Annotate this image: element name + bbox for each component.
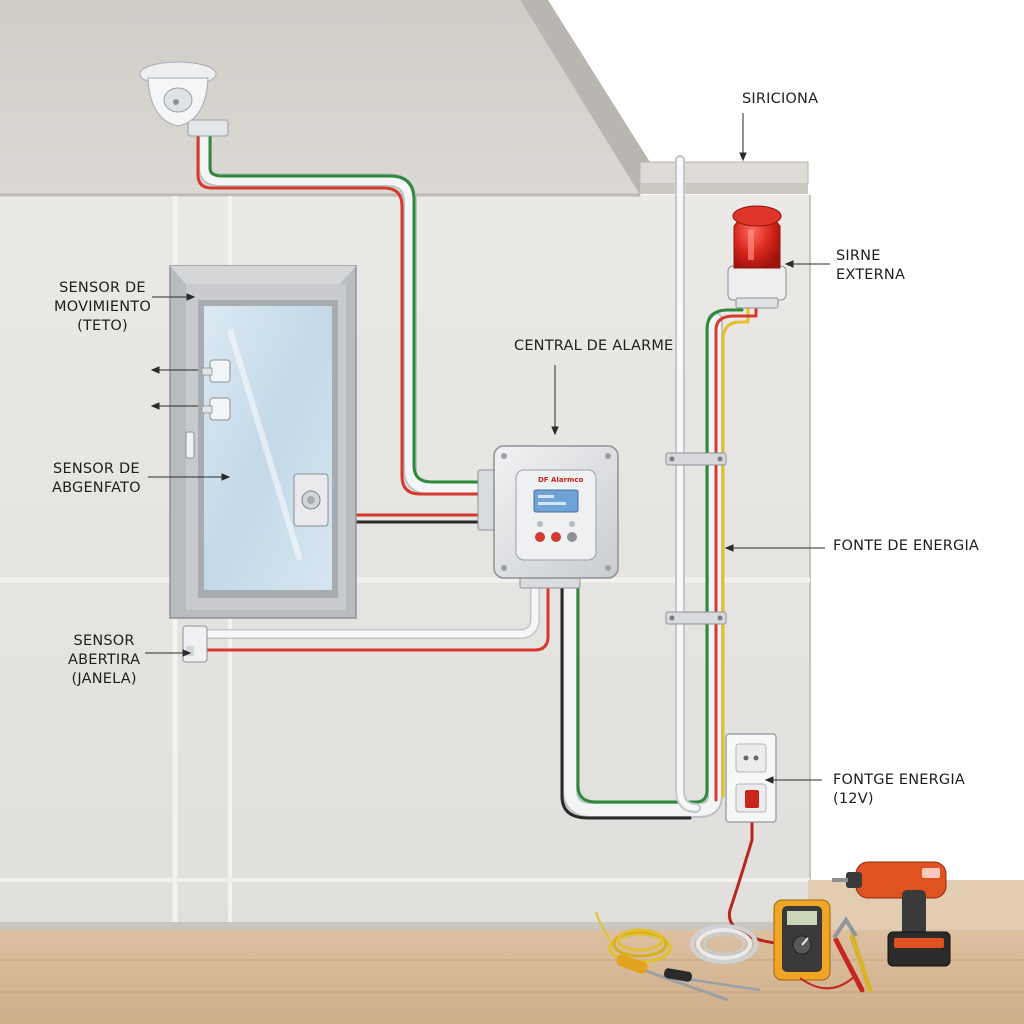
door-sensor-box-icon: [293, 473, 329, 527]
label-power-supply: FONTGE ENERGIA (12V): [833, 772, 965, 807]
label-door-sensor: SENSOR DE ABGENFATO: [52, 461, 141, 496]
door-frame: [169, 265, 357, 619]
tools-group: [595, 861, 951, 1002]
label-external-siren: SIRNE EXTERNA: [836, 248, 906, 283]
screwdriver-icon: [616, 954, 761, 1002]
label-siren-top: SIRICIONA: [742, 91, 819, 107]
central-brand-text: DF Alarmco: [538, 476, 584, 484]
external-siren-icon: [727, 205, 787, 309]
wiring: [196, 126, 802, 945]
label-alarm-central: CENTRAL DE ALARME: [514, 338, 674, 354]
annotation-lines: [145, 113, 830, 784]
power-outlet-icon: [725, 733, 777, 823]
cordless-drill-icon: [832, 861, 951, 967]
motion-sensor-icon: [139, 61, 229, 137]
window-sensor-icon: [182, 625, 208, 663]
door-contact-sensor-icon: [201, 359, 231, 421]
alarm-central-panel-icon: [477, 445, 619, 589]
label-window-sensor: SENSOR ABERTIRA (JANELA): [68, 633, 141, 687]
white-wire-coil-icon: [690, 924, 758, 964]
label-motion-sensor: SENSOR DE MOVIMIENTO (TETO): [54, 280, 151, 334]
pipe-clamps: [665, 452, 727, 625]
yellow-wire-coil-icon: [595, 911, 672, 964]
multimeter-icon: [773, 899, 857, 990]
label-power-source: FONTE DE ENERGIA: [833, 538, 980, 554]
pliers-icon: [832, 916, 873, 993]
